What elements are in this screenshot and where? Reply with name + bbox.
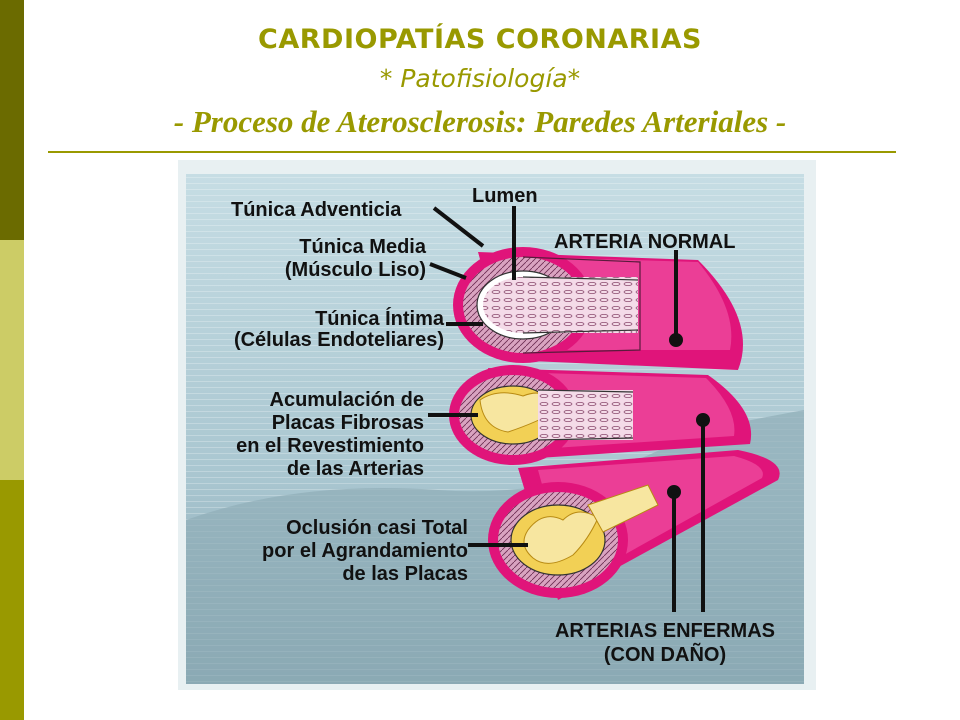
slide-subtitle: * Patofisiología* xyxy=(379,64,581,93)
label-arterias-enfermas: ARTERIAS ENFERMAS xyxy=(555,620,775,642)
label-celulas-endoteliares: (Células Endoteliares) xyxy=(234,329,444,351)
label-con-dano: (CON DAÑO) xyxy=(604,643,726,666)
label-acumulacion: Acumulación de xyxy=(270,389,424,411)
label-tunica-media: Túnica Media xyxy=(299,236,427,258)
artery-diseased-2 xyxy=(488,450,780,600)
label-de-las-arterias: de las Arterias xyxy=(287,458,424,480)
label-arteria-normal: ARTERIA NORMAL xyxy=(554,231,735,253)
label-placas-fibrosas: Placas Fibrosas xyxy=(272,412,424,434)
label-revestimiento: en el Revestimiento xyxy=(236,435,424,457)
label-tunica-intima: Túnica Íntima xyxy=(315,307,445,330)
label-tunica-adventicia: Túnica Adventicia xyxy=(231,199,402,221)
label-lumen: Lumen xyxy=(472,185,538,207)
slide-heading: - Proceso de Aterosclerosis: Paredes Art… xyxy=(173,104,787,139)
label-de-las-placas: de las Placas xyxy=(342,563,468,585)
title-divider xyxy=(48,151,896,153)
label-oclusion: Oclusión casi Total xyxy=(286,517,468,539)
sidebar-block-light xyxy=(0,240,24,480)
artery-diagram: Túnica Adventicia Lumen ARTERIA NORMAL T… xyxy=(178,160,816,690)
artery-diseased-1 xyxy=(449,365,752,465)
label-musculo-liso: (Músculo Liso) xyxy=(285,259,426,281)
slide-title: CARDIOPATÍAS CORONARIAS xyxy=(258,24,702,55)
sidebar-decoration xyxy=(0,0,24,720)
sidebar-block-olive xyxy=(0,480,24,720)
pointer-lines xyxy=(428,206,710,612)
artery-normal xyxy=(453,247,743,370)
sidebar-block-dark xyxy=(0,0,24,240)
label-agrandamiento: por el Agrandamiento xyxy=(262,540,468,562)
